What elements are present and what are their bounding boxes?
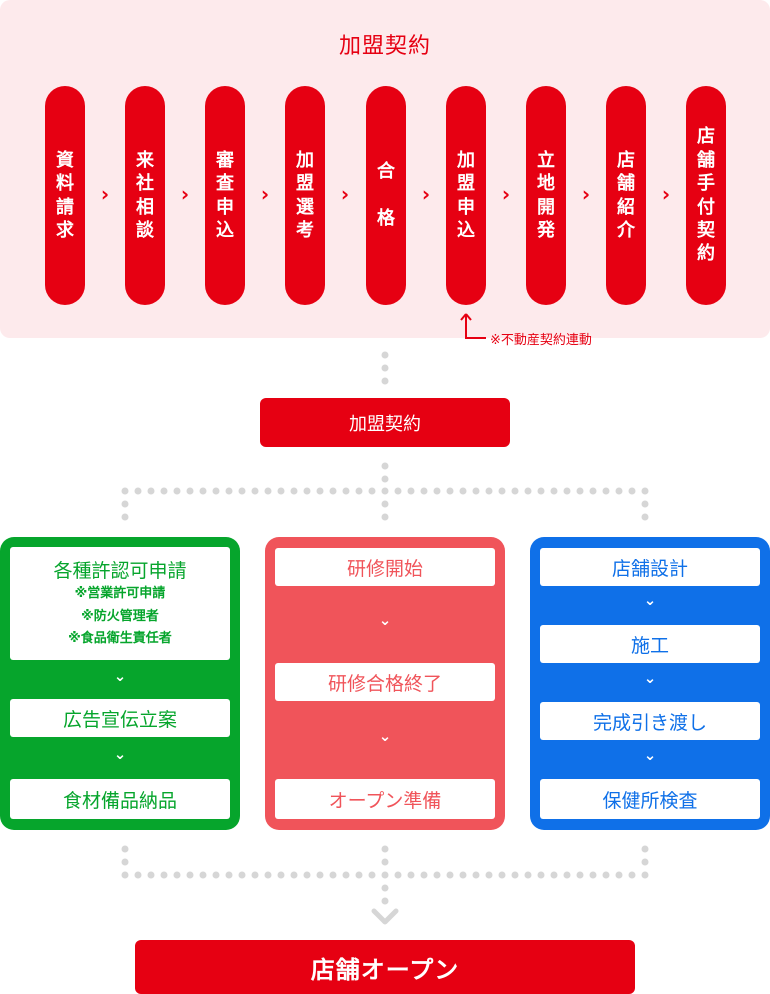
step-franchise-application: 加盟申込 xyxy=(446,86,486,305)
permit-item: ※営業許可申請 xyxy=(74,585,166,601)
chevron-down-icon xyxy=(371,908,399,925)
step-label: 合格 xyxy=(377,160,395,229)
step-review-application: 審査申込 xyxy=(205,86,245,305)
chevron-down-icon: ⌄ xyxy=(378,727,392,745)
chevron-right-icon: › xyxy=(180,182,190,206)
open-preparation-box: オープン準備 xyxy=(275,779,495,819)
construction-box: 施工 xyxy=(540,625,760,663)
chevron-right-icon: › xyxy=(501,182,511,206)
chevron-down-icon: ⌄ xyxy=(113,745,127,763)
chevron-right-icon: › xyxy=(340,182,350,206)
step-store-deposit-contract: 店舗手付契約 xyxy=(686,86,726,305)
arrow-up-icon xyxy=(460,313,486,339)
chevron-down-icon: ⌄ xyxy=(643,591,657,609)
training-start-box: 研修開始 xyxy=(275,548,495,586)
store-open-bar: 店舗オープン xyxy=(135,940,635,994)
handover-box: 完成引き渡し xyxy=(540,702,760,740)
chevron-down-icon: ⌄ xyxy=(113,667,127,685)
training-complete-box: 研修合格終了 xyxy=(275,663,495,701)
step-pass: 合格 xyxy=(366,86,406,305)
health-inspection-box: 保健所検査 xyxy=(540,779,760,819)
chevron-right-icon: › xyxy=(581,182,591,206)
step-label: 加盟選考 xyxy=(296,149,314,241)
box-title: 各種許認可申請 xyxy=(53,559,187,582)
step-store-introduction: 店舗紹介 xyxy=(606,86,646,305)
step-label: 加盟申込 xyxy=(457,149,475,241)
step-franchise-selection: 加盟選考 xyxy=(285,86,325,305)
ingredients-delivery-box: 食材備品納品 xyxy=(10,779,230,819)
chevron-down-icon: ⌄ xyxy=(643,669,657,687)
advertising-plan-box: 広告宣伝立案 xyxy=(10,699,230,737)
step-label: 店舗紹介 xyxy=(617,149,635,241)
step-label: 資料請求 xyxy=(56,149,74,241)
permits-column: 各種許認可申請 ※営業許可申請 ※防火管理者 ※食品衛生責任者 ⌄ 広告宣伝立案… xyxy=(0,537,240,830)
chevron-down-icon: ⌄ xyxy=(643,746,657,764)
store-design-box: 店舗設計 xyxy=(540,548,760,586)
permit-item: ※防火管理者 xyxy=(81,608,159,624)
step-label: 店舗手付契約 xyxy=(697,126,715,265)
section-title: 加盟契約 xyxy=(338,34,431,59)
training-column: 研修開始 ⌄ 研修合格終了 ⌄ オープン準備 xyxy=(265,537,505,830)
step-label: 立地開発 xyxy=(537,149,555,241)
step-document-request: 資料請求 xyxy=(45,86,85,305)
chevron-right-icon: › xyxy=(100,182,110,206)
permit-item: ※食品衛生責任者 xyxy=(68,631,172,647)
chevron-right-icon: › xyxy=(421,182,431,206)
step-label: 審査申込 xyxy=(216,149,234,241)
contract-bar: 加盟契約 xyxy=(260,398,510,447)
step-label: 来社相談 xyxy=(136,149,154,241)
store-construction-column: 店舗設計 ⌄ 施工 ⌄ 完成引き渡し ⌄ 保健所検査 xyxy=(530,537,770,830)
chevron-right-icon: › xyxy=(260,182,270,206)
real-estate-note: ※不動産契約連動 xyxy=(490,333,592,348)
step-location-development: 立地開発 xyxy=(526,86,566,305)
step-visit-consultation: 来社相談 xyxy=(125,86,165,305)
chevron-right-icon: › xyxy=(661,182,671,206)
permit-application-box: 各種許認可申請 ※営業許可申請 ※防火管理者 ※食品衛生責任者 xyxy=(10,547,230,660)
chevron-down-icon: ⌄ xyxy=(378,611,392,629)
